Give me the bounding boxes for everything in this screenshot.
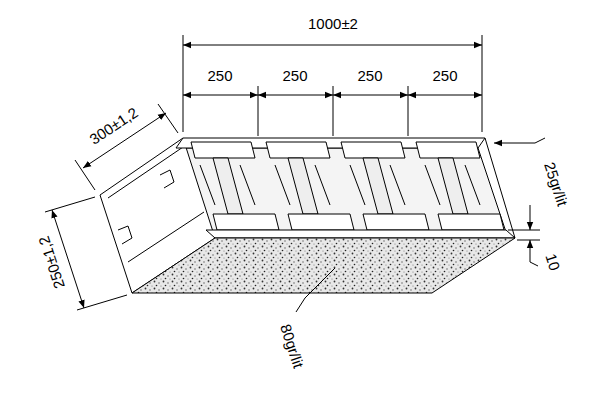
- dimension-label: 250: [282, 68, 307, 85]
- dimension-label: 10: [542, 252, 563, 273]
- dimension-label: 250: [432, 68, 457, 85]
- density-label: 25gr/lit: [541, 160, 571, 208]
- dimension-label: 1000±2: [308, 16, 358, 33]
- density-label: 80gr/lit: [277, 322, 307, 370]
- dimension-label: 250: [207, 68, 232, 85]
- dimension-label: 300±1,2: [87, 104, 141, 148]
- dimension-label: 250: [357, 68, 382, 85]
- dimension-label: 250±1,2: [36, 234, 68, 291]
